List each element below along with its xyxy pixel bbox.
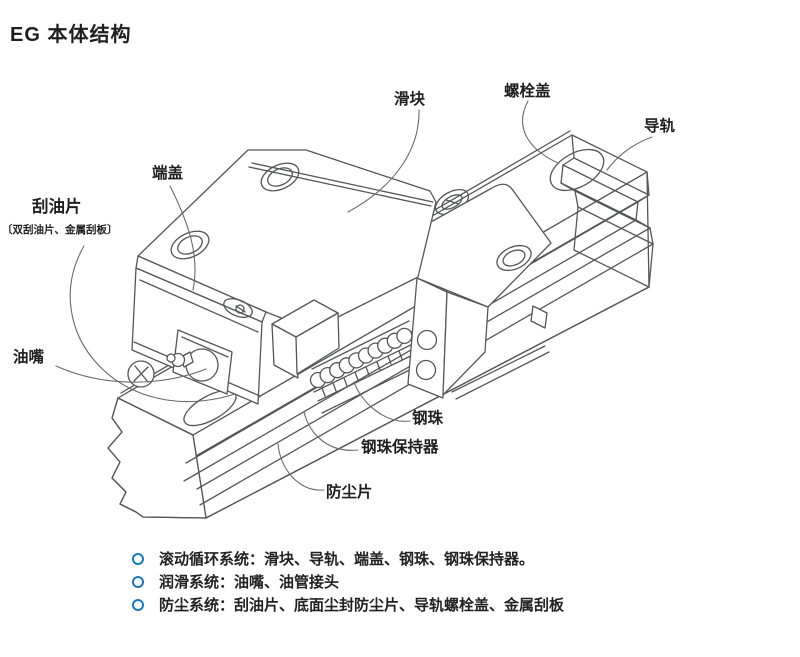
bolt-cover-shape <box>549 148 605 192</box>
leader-oil-scraper <box>69 245 236 403</box>
leader-slider <box>347 109 420 213</box>
slider-block-right-drawing <box>407 183 552 400</box>
legend-item-text: 滚动循环系统：滑块、导轨、端盖、钢珠、钢珠保持器。 <box>159 551 535 568</box>
inner-guide-piece-drawing <box>271 299 340 379</box>
leader-lines <box>55 100 653 491</box>
page-title: EG 本体结构 <box>10 24 132 46</box>
label-rail: 导轨 <box>644 116 676 135</box>
legend-item: 防尘系统：刮油片、底面尘封防尘片、导轨螺栓盖、金属刮板 <box>132 593 564 616</box>
slider-block-left-drawing <box>127 149 437 405</box>
leader-dust-seal <box>277 443 325 491</box>
label-grease-nipple: 油嘴 <box>13 347 45 366</box>
legend-item-text: 防尘系统：刮油片、底面尘封防尘片、导轨螺栓盖、金属刮板 <box>159 597 565 614</box>
part-labels: 滑块 螺栓盖 导轨 端盖 刮油片 〔双刮油片、金属刮板〕 油嘴 钢珠 钢珠保持器… <box>2 81 676 501</box>
label-slider: 滑块 <box>394 90 426 108</box>
bullet-icon <box>132 575 144 588</box>
leader-rail <box>606 136 653 171</box>
leader-steel-ball <box>353 381 411 422</box>
label-steel-ball: 钢珠 <box>412 408 444 427</box>
legend-item: 润滑系统：油嘴、油管接头 <box>132 570 564 593</box>
label-ball-retainer: 钢珠保持器 <box>361 437 439 456</box>
legend-item: 滚动循环系统：滑块、导轨、端盖、钢珠、钢珠保持器。 <box>132 547 564 570</box>
legend-item-text: 润滑系统：油嘴、油管接头 <box>159 574 340 591</box>
label-oil-scraper: 刮油片 <box>32 196 82 216</box>
leader-ball-retainer <box>303 411 359 451</box>
phillips-screw-drawing <box>127 360 155 388</box>
grease-nipple-drawing <box>166 329 233 395</box>
label-end-cap: 端盖 <box>152 163 184 182</box>
bullet-icon <box>132 552 144 565</box>
ball-retainer-drawing <box>309 320 429 414</box>
legend: 滚动循环系统：滑块、导轨、端盖、钢珠、钢珠保持器。 润滑系统：油嘴、油管接头 防… <box>132 547 564 616</box>
leader-grease-nipple <box>55 365 207 383</box>
bullet-icon <box>132 598 144 611</box>
leader-end-cap <box>169 185 196 291</box>
label-oil-scraper-note: 〔双刮油片、金属刮板〕 <box>2 223 118 236</box>
leader-bolt-cover <box>522 100 559 164</box>
steel-balls-drawing <box>309 327 413 389</box>
label-dust-seal: 防尘片 <box>326 482 373 501</box>
label-bolt-cover: 螺栓盖 <box>504 81 551 100</box>
